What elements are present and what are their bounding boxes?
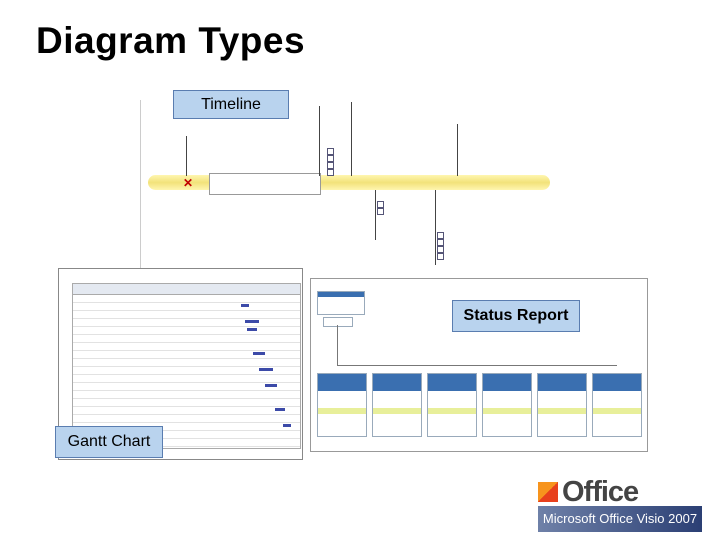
timeline-checkbox-icon	[327, 162, 334, 169]
office-logo-icon	[538, 482, 558, 502]
table-row	[73, 375, 300, 383]
timeline-checkbox-icon	[437, 246, 444, 253]
table-row	[73, 303, 300, 311]
table-row	[73, 391, 300, 399]
timeline-checkbox-icon	[437, 239, 444, 246]
table-row	[73, 343, 300, 351]
status-report-label: Status Report	[452, 300, 580, 332]
timeline-checkbox-icon	[327, 169, 334, 176]
timeline-marker-icon: ✕	[183, 176, 194, 190]
timeline-checkbox-icon	[327, 155, 334, 162]
table-row	[73, 351, 300, 359]
table-row	[73, 399, 300, 407]
table-row	[73, 431, 300, 439]
gantt-grid	[72, 283, 301, 449]
gantt-bar	[283, 424, 291, 427]
table-row	[73, 423, 300, 431]
status-phase-card	[427, 373, 477, 437]
status-phase-card	[482, 373, 532, 437]
table-row	[73, 327, 300, 335]
timeline-connector	[435, 190, 436, 265]
status-phase-card	[592, 373, 642, 437]
gantt-bar	[253, 352, 265, 355]
table-row	[73, 439, 300, 447]
gantt-bar	[275, 408, 285, 411]
gantt-bar	[265, 384, 277, 387]
product-name: Microsoft Office Visio 2007	[542, 511, 698, 526]
status-root-node	[317, 291, 365, 315]
timeline-diagram-preview: ✕	[140, 100, 553, 278]
status-phase-card	[537, 373, 587, 437]
gantt-bar	[241, 304, 249, 307]
table-row	[73, 367, 300, 375]
timeline-range-box	[209, 173, 321, 195]
timeline-connector	[319, 106, 320, 176]
product-banner: Microsoft Office Visio 2007	[538, 506, 702, 532]
table-row	[73, 359, 300, 367]
gantt-bar	[247, 328, 257, 331]
status-connector	[337, 325, 338, 365]
office-wordmark: Office	[562, 476, 639, 508]
timeline-checkbox-icon	[377, 201, 384, 208]
timeline-connector	[457, 124, 458, 176]
table-row	[73, 383, 300, 391]
table-row	[73, 335, 300, 343]
status-phase-card	[317, 373, 367, 437]
timeline-connector	[375, 190, 376, 240]
gantt-bar	[245, 320, 259, 323]
table-row	[73, 407, 300, 415]
status-connector	[337, 365, 617, 366]
table-row	[73, 311, 300, 319]
status-phase-card	[372, 373, 422, 437]
gantt-header-row	[73, 284, 300, 295]
table-row	[73, 415, 300, 423]
gantt-chart-label: Gantt Chart	[55, 426, 163, 458]
slide-title: Diagram Types	[36, 20, 306, 61]
timeline-checkbox-icon	[437, 253, 444, 260]
gantt-bar	[259, 368, 273, 371]
timeline-checkbox-icon	[377, 208, 384, 215]
timeline-checkbox-icon	[327, 148, 334, 155]
status-sub-node	[323, 317, 353, 327]
timeline-checkbox-icon	[437, 232, 444, 239]
table-row	[73, 295, 300, 303]
timeline-label: Timeline	[173, 90, 289, 119]
gantt-chart-preview	[58, 268, 303, 460]
table-row	[73, 319, 300, 327]
timeline-connector	[351, 102, 352, 176]
timeline-connector	[186, 136, 187, 176]
